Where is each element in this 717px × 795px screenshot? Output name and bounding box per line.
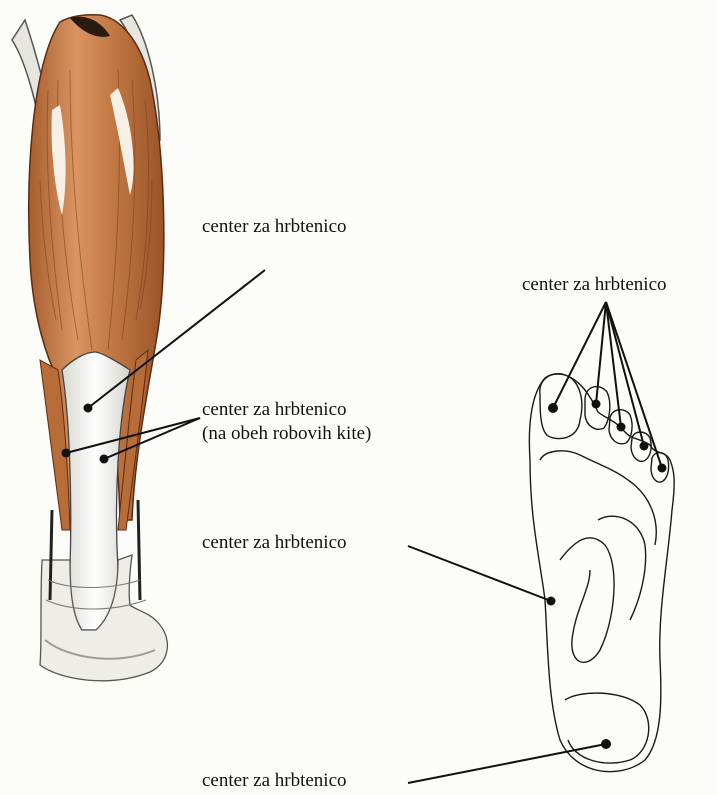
- point-toe-2: [592, 400, 601, 409]
- point-toe-1: [548, 403, 558, 413]
- point-markers: [62, 400, 667, 750]
- label-calf-upper: center za hrbtenico: [202, 216, 347, 238]
- label-heel: center za hrbtenico: [202, 770, 347, 792]
- pointer-toe-4: [606, 302, 644, 446]
- foot-outline: [529, 374, 674, 772]
- big-toe: [540, 374, 582, 439]
- arch-contour: [560, 538, 614, 663]
- pointer-arch: [408, 546, 551, 601]
- point-toe-4: [640, 442, 649, 451]
- point-arch: [547, 597, 556, 606]
- heel-contour: [565, 693, 649, 763]
- label-calf-tendon-sub: (na obeh robovih kite): [202, 423, 371, 445]
- label-arch: center za hrbtenico: [202, 532, 347, 554]
- pointer-toe-3: [606, 302, 621, 427]
- calf-illustration: [12, 15, 167, 681]
- pointer-heel: [408, 744, 606, 783]
- arch-inner: [598, 516, 646, 620]
- point-tendon-right: [100, 455, 109, 464]
- label-toes: center za hrbtenico: [522, 274, 667, 296]
- point-tendon-left: [62, 449, 71, 458]
- point-heel: [601, 739, 611, 749]
- foot-sole-illustration: [529, 374, 674, 772]
- point-calf-upper: [84, 404, 93, 413]
- point-toe-3: [617, 423, 626, 432]
- label-calf-tendon: center za hrbtenico: [202, 399, 347, 421]
- point-toe-5: [658, 464, 667, 473]
- pointer-toe-5: [606, 302, 662, 468]
